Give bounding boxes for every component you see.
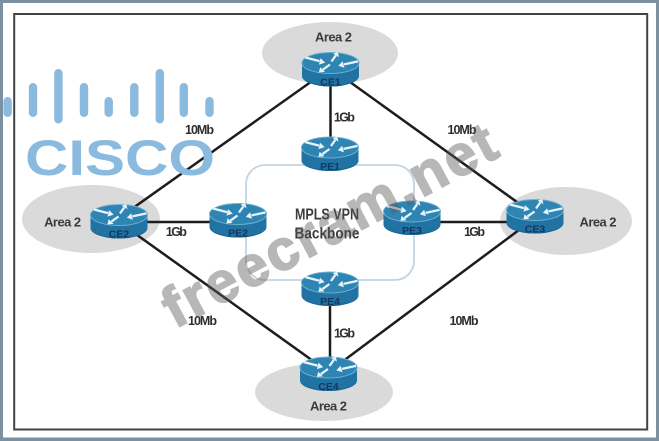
svg-text:CE2: CE2	[109, 229, 130, 241]
svg-text:PE2: PE2	[228, 228, 248, 240]
svg-text:1Gb: 1Gb	[334, 327, 355, 341]
svg-text:Backbone: Backbone	[295, 226, 360, 243]
svg-text:PE4: PE4	[320, 296, 340, 308]
svg-text:CE1: CE1	[320, 77, 341, 89]
svg-text:10Mb: 10Mb	[185, 123, 214, 137]
svg-text:Area 2: Area 2	[44, 215, 81, 230]
svg-text:Area 2: Area 2	[580, 215, 617, 230]
svg-text:10Mb: 10Mb	[448, 123, 477, 137]
svg-text:10Mb: 10Mb	[450, 314, 479, 328]
svg-text:CE4: CE4	[318, 381, 339, 393]
svg-text:PE1: PE1	[320, 161, 340, 173]
svg-text:Area 2: Area 2	[310, 399, 347, 414]
svg-text:10Mb: 10Mb	[188, 314, 217, 328]
svg-text:1Gb: 1Gb	[166, 225, 187, 239]
svg-text:1Gb: 1Gb	[334, 111, 355, 125]
svg-text:Area 2: Area 2	[315, 30, 352, 45]
svg-text:PE3: PE3	[402, 225, 422, 237]
svg-text:1Gb: 1Gb	[464, 225, 485, 239]
svg-text:CE3: CE3	[525, 224, 546, 236]
svg-text:MPLS VPN: MPLS VPN	[295, 207, 359, 224]
svg-text:CISCO: CISCO	[25, 130, 215, 186]
